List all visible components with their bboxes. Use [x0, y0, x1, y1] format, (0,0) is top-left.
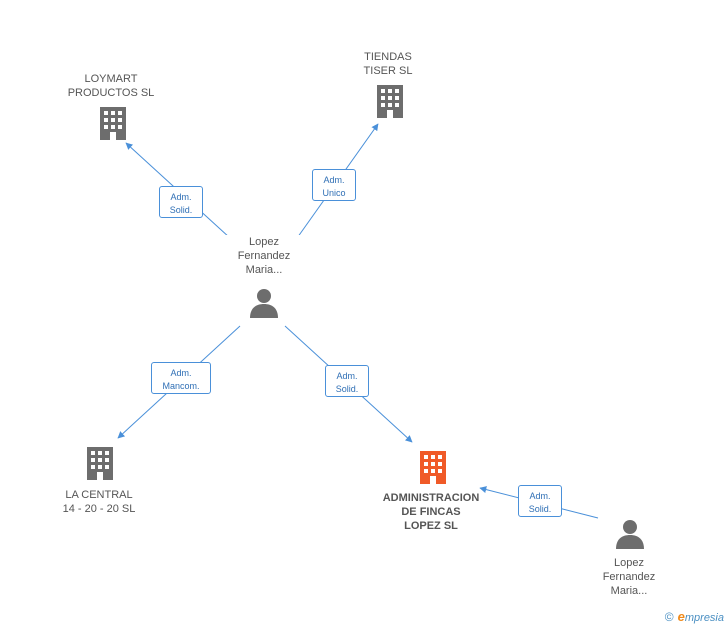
edge-label-line: Mancom. [162, 381, 200, 391]
empresia-brand[interactable]: ©empresia [665, 609, 724, 624]
edge-label-to-tiendas[interactable]: Adm. Unico [312, 169, 356, 201]
node-label-line: LOYMART [84, 73, 138, 85]
node-label-line: LOPEZ SL [404, 520, 458, 532]
edge-label-to-administracion[interactable]: Adm. Solid. [325, 365, 369, 397]
building-icon-administracion[interactable] [420, 451, 446, 484]
building-icon-tiendas[interactable] [377, 85, 403, 118]
node-label-line: TISER SL [363, 65, 413, 77]
node-label-person-main[interactable]: Lopez Fernandez Maria... [194, 235, 334, 277]
node-label-la-central[interactable]: LA CENTRAL 14 - 20 - 20 SL [29, 488, 169, 516]
edge-label-line: Adm. [170, 368, 192, 378]
brand-e-logo: e [677, 609, 685, 624]
node-label-line: Maria... [245, 264, 283, 276]
node-label-line: Maria... [610, 585, 648, 597]
node-label-person-right[interactable]: Lopez Fernandez Maria... [559, 556, 699, 598]
node-label-line: Fernandez [602, 571, 656, 583]
building-icon-la-central[interactable] [87, 447, 113, 480]
node-label-loymart[interactable]: LOYMART PRODUCTOS SL [41, 72, 181, 100]
node-label-line: Lopez [249, 236, 279, 248]
edge-label-line: Solid. [528, 504, 552, 514]
node-label-line: PRODUCTOS SL [67, 87, 155, 99]
brand-name: mpresia [684, 612, 724, 624]
person-icon-main[interactable] [250, 289, 278, 318]
node-label-line: ADMINISTRACION [382, 492, 480, 504]
node-label-line: TIENDAS [364, 51, 412, 63]
edge-label-line: Solid. [169, 205, 193, 215]
edge-label-line: Adm. [323, 175, 345, 185]
copyright-icon: © [664, 610, 674, 624]
person-icon-right[interactable] [616, 520, 644, 549]
node-label-line: Lopez [614, 557, 644, 569]
node-label-line: DE FINCAS [401, 506, 461, 518]
edge-label-line: Adm. [170, 192, 192, 202]
edge-label-to-la-central[interactable]: Adm. Mancom. [151, 362, 211, 394]
node-label-line: Fernandez [237, 250, 291, 262]
edge-label-to-loymart[interactable]: Adm. Solid. [159, 186, 203, 218]
node-label-line: 14 - 20 - 20 SL [62, 503, 136, 515]
edge-label-line: Adm. [336, 371, 358, 381]
node-label-line: LA CENTRAL [65, 489, 133, 501]
edge-label-line: Unico [322, 188, 346, 198]
edge-label-right-to-administracion[interactable]: Adm. Solid. [518, 485, 562, 517]
building-icon-loymart[interactable] [100, 107, 126, 140]
node-label-administracion[interactable]: ADMINISTRACION DE FINCAS LOPEZ SL [361, 491, 501, 533]
edge-label-line: Solid. [335, 384, 359, 394]
edge-label-line: Adm. [529, 491, 551, 501]
node-label-tiendas[interactable]: TIENDAS TISER SL [318, 50, 458, 78]
